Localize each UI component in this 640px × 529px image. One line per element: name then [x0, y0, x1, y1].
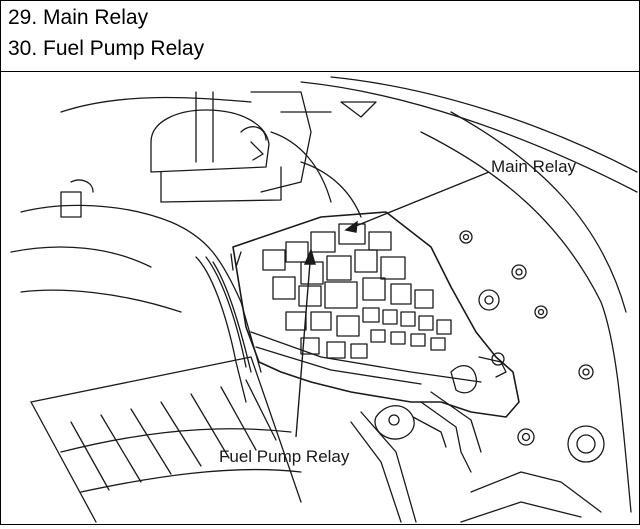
caption-box: 29. Main Relay 30. Fuel Pump Relay [1, 1, 639, 72]
engine-bay-linework [10, 76, 638, 523]
fuel-pump-relay-leader [295, 249, 312, 438]
fuel-pump-relay-arrowhead [303, 247, 316, 265]
leader-lines [295, 171, 490, 438]
caption-fuel-pump-relay: 30. Fuel Pump Relay [8, 37, 205, 60]
main-relay-leader [345, 171, 490, 231]
caption-main-relay: 29. Main Relay [8, 6, 149, 29]
main-relay-arrowhead [344, 220, 358, 233]
main-relay-callout: Main Relay [491, 157, 577, 176]
engine-bay-illustration: Main Relay Fuel Pump Relay [1, 72, 639, 524]
fuel-pump-relay-callout: Fuel Pump Relay [219, 447, 350, 466]
relay-box-diagram: Main Relay Fuel Pump Relay [10, 76, 638, 523]
